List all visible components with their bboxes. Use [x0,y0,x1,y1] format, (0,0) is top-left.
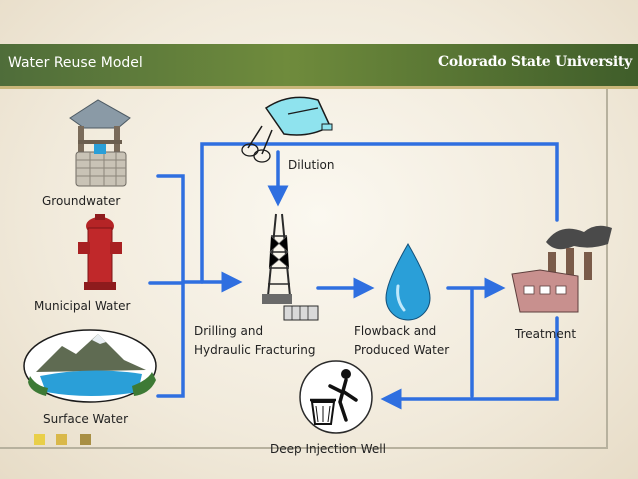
well-icon [69,99,131,187]
decor-square-1 [34,434,45,445]
dilution-label: Dilution [288,158,335,172]
water-drop-icon [385,243,431,321]
municipal-water-label: Municipal Water [34,299,131,313]
fire-hydrant-icon [78,214,122,290]
hand-mixer-icon [241,96,333,163]
treatment-label: Treatment [515,327,577,341]
trash-bin-icon [299,360,373,434]
dilution-loop-line [200,142,559,284]
right-divider [606,89,608,449]
mountain-lake-icon [23,329,157,403]
drilling-label-line1: Drilling and [194,324,264,338]
slide-title: Water Reuse Model [8,55,143,71]
factory-icon [511,225,612,313]
deep-injection-well-label: Deep Injection Well [270,442,386,456]
source-bracket-arrow [156,174,185,398]
flowback-label-line1: Flowback and [354,324,437,338]
treatment-to-injection-arrow [380,316,559,410]
drilling-rig-icon [262,213,319,321]
bottom-divider [0,447,607,449]
decor-square-3 [80,434,91,445]
drilling-label-line2: Hydraulic Fracturing [194,343,316,357]
flowback-label-line2: Produced Water [354,343,450,357]
decor-square-2 [56,434,67,445]
university-logo: Colorado State University [438,54,632,70]
groundwater-label: Groundwater [42,194,121,208]
surface-water-label: Surface Water [43,412,129,426]
title-bar: Water Reuse Model Colorado State Univers… [0,44,638,89]
